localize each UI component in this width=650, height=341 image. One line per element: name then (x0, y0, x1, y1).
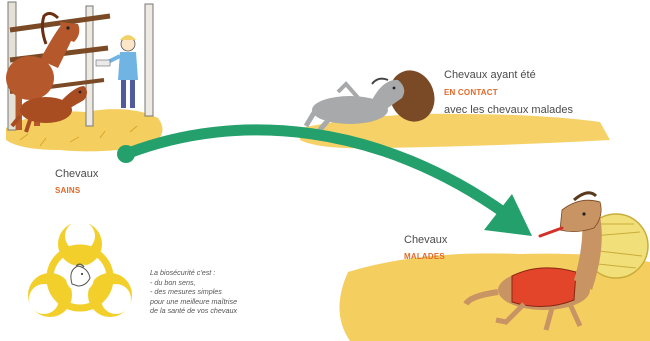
contact-horses-label: Chevaux ayant été EN CONTACT avec les ch… (444, 66, 573, 118)
biosecurity-line: de la santé de vos chevaux (150, 306, 290, 316)
healthy-status: SAINS (55, 186, 98, 195)
sick-horses-label: Chevaux MALADES (404, 230, 447, 261)
stable-caretaker (96, 35, 138, 108)
contact-horses-line2: avec les chevaux malades (444, 104, 573, 116)
stable-scene (6, 2, 163, 151)
sick-horse-scene (339, 193, 650, 341)
biosecurity-line: pour une meilleure maîtrise (150, 297, 290, 307)
contact-status: EN CONTACT (444, 85, 573, 100)
biosecurity-line: La biosécurité c'est : (150, 268, 290, 278)
healthy-horses-label: Chevaux SAINS (55, 164, 98, 195)
sick-status: MALADES (404, 252, 447, 261)
contact-horses-line1: Chevaux ayant été (444, 69, 536, 81)
biosecurity-line: - du bon sens, (150, 278, 290, 288)
healthy-horses-text: Chevaux (55, 168, 98, 180)
biosecurity-note: La biosécurité c'est : - du bon sens, - … (150, 268, 290, 316)
biohazard-icon (28, 221, 132, 317)
biosecurity-line: - des mesures simples (150, 287, 290, 297)
sick-horses-text: Chevaux (404, 234, 447, 246)
